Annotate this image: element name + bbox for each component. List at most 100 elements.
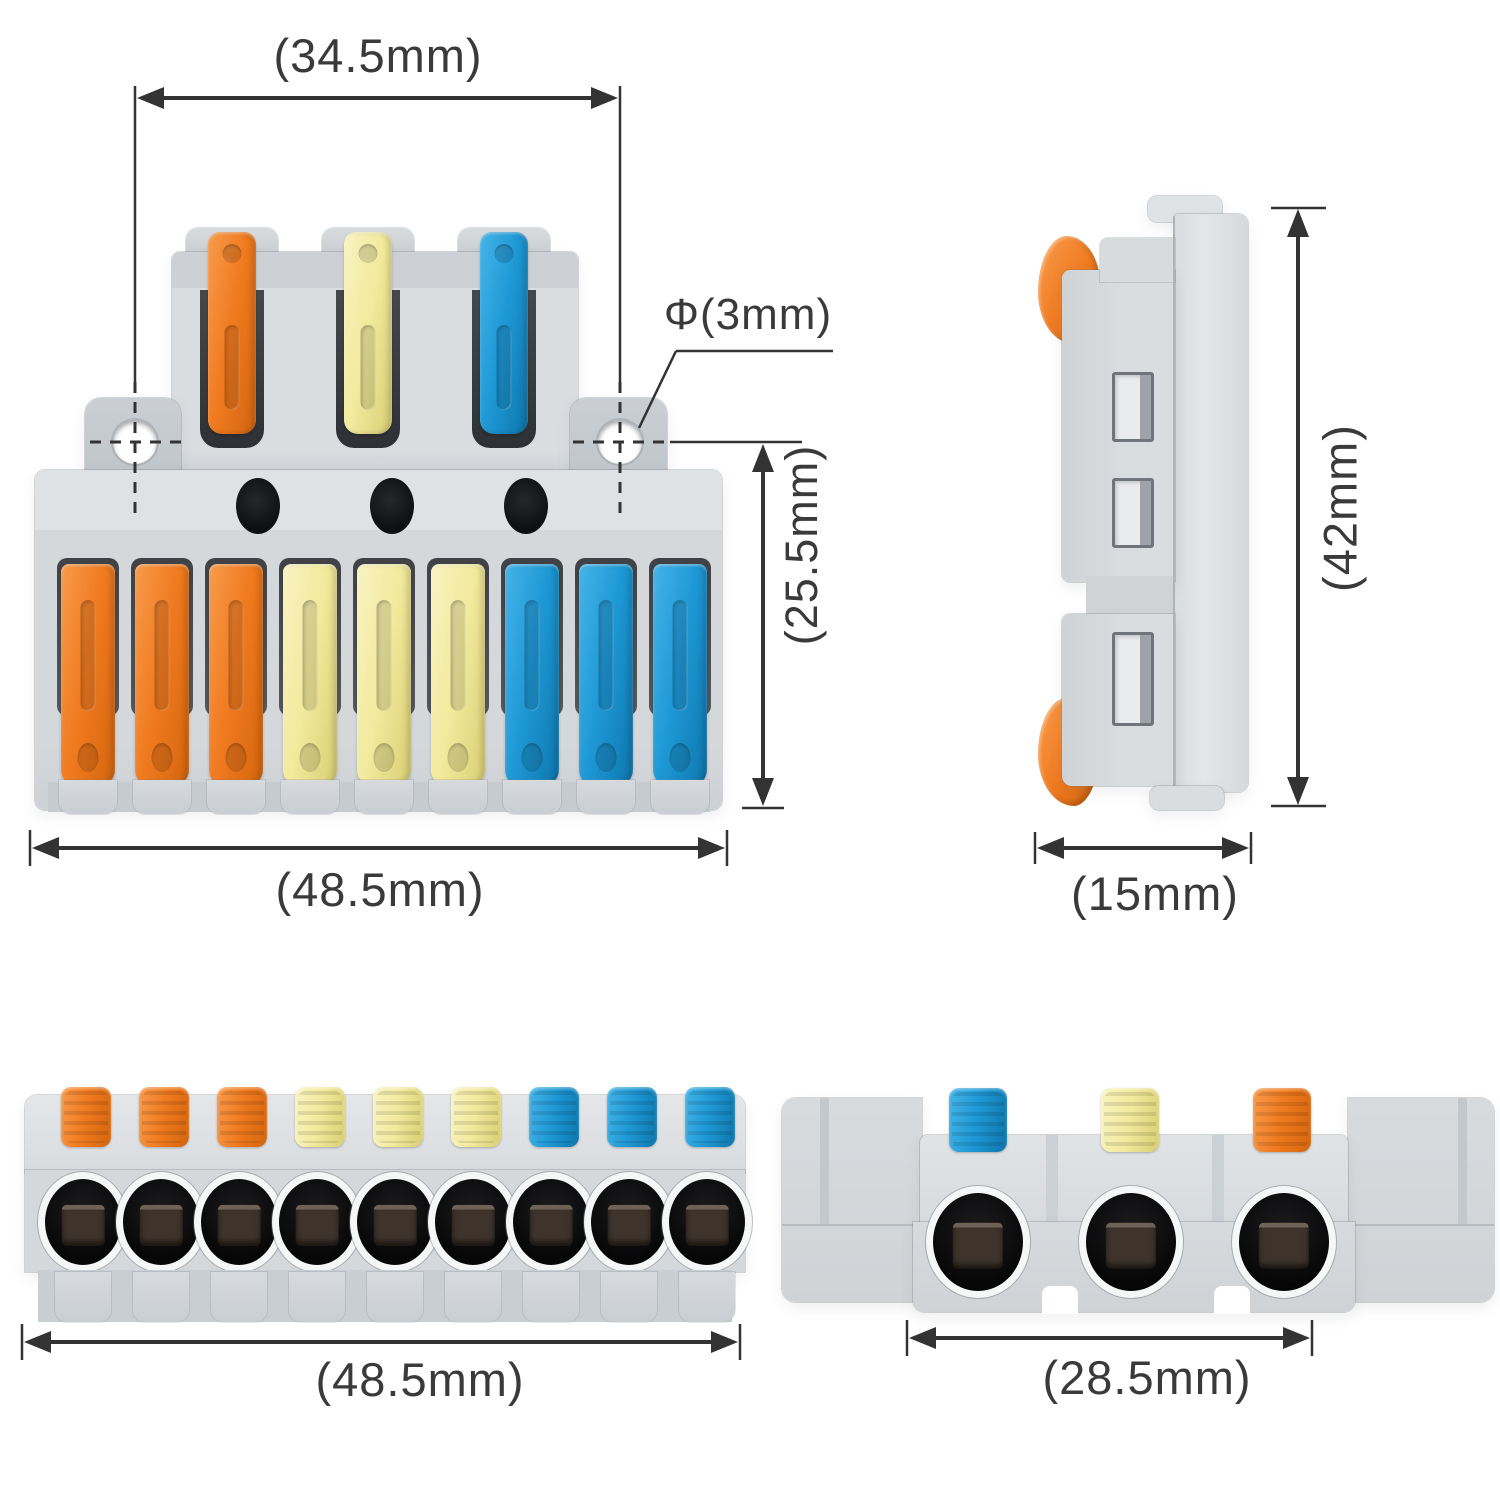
wire-port	[272, 1172, 362, 1272]
dim-bottom-width: (48.5mm)	[315, 1353, 525, 1406]
lever-groove	[154, 599, 170, 711]
rib-foot	[281, 780, 339, 814]
rib-foot	[651, 780, 709, 814]
side-bottom-cap	[1150, 786, 1224, 810]
dim-hole-diameter: Φ(3mm)	[663, 290, 833, 339]
lever-tab	[451, 1087, 501, 1147]
dim-end-width: (28.5mm)	[1042, 1351, 1252, 1404]
dim-front-width: (48.5mm)	[275, 863, 485, 916]
port-opening	[1086, 1193, 1176, 1291]
scallop-foot	[211, 1272, 267, 1322]
wire-port	[1079, 1186, 1183, 1298]
port-opening	[357, 1179, 433, 1265]
lever-groove	[450, 599, 466, 711]
lever-notch	[373, 743, 395, 772]
lever-groove	[224, 324, 240, 410]
wire-port	[116, 1172, 206, 1272]
lever-tab	[607, 1087, 657, 1147]
vent-hole	[370, 478, 414, 534]
end-tier-groove-1	[1046, 1135, 1058, 1223]
lever-dimple	[222, 244, 242, 263]
wire-port	[506, 1172, 596, 1272]
port-clamp	[295, 1204, 339, 1246]
front-vent-holes	[0, 478, 1500, 534]
output-lever	[135, 564, 189, 786]
wire-port	[428, 1172, 518, 1272]
port-opening	[123, 1179, 199, 1265]
lever-groove	[598, 599, 614, 711]
rib-foot	[503, 780, 561, 814]
port-opening	[201, 1179, 277, 1265]
side-window-2	[1112, 478, 1154, 548]
rib-foot	[429, 780, 487, 814]
scallop-foot	[55, 1272, 111, 1322]
wire-port	[662, 1172, 752, 1272]
end-lever-tabs	[0, 1088, 1500, 1152]
rib-foot	[577, 780, 635, 814]
port-opening	[1239, 1193, 1329, 1291]
lever-tab	[139, 1087, 189, 1147]
lever-groove	[80, 599, 96, 711]
front-lower-levers	[0, 564, 1500, 786]
end-wing-groove-left	[820, 1098, 829, 1225]
port-opening	[279, 1179, 355, 1265]
lever-groove	[524, 599, 540, 711]
lever-notch	[77, 743, 99, 772]
scallop-foot	[133, 1272, 189, 1322]
port-clamp	[529, 1204, 573, 1246]
wire-port	[38, 1172, 128, 1272]
wire-port	[194, 1172, 284, 1272]
rib-foot	[207, 780, 265, 814]
lever-tab	[949, 1088, 1007, 1152]
lever-groove	[302, 599, 318, 711]
lever-notch	[225, 743, 247, 772]
dim-side-thickness: (15mm)	[1071, 867, 1239, 920]
port-clamp	[217, 1204, 261, 1246]
input-lever	[480, 232, 528, 434]
output-lever	[283, 564, 337, 786]
port-clamp	[61, 1204, 105, 1246]
front-upper-levers	[0, 232, 1500, 434]
port-opening	[933, 1193, 1023, 1291]
lever-tab	[217, 1087, 267, 1147]
lever-groove	[496, 324, 512, 410]
vent-hole	[504, 478, 548, 534]
lever-groove	[360, 324, 376, 410]
lever-notch	[521, 743, 543, 772]
rib-foot	[133, 780, 191, 814]
port-clamp	[1105, 1222, 1157, 1269]
front-rib-feet	[0, 780, 1500, 814]
bottom-feet	[0, 1272, 1500, 1322]
end-notch-1	[1042, 1286, 1078, 1314]
lever-tab	[373, 1087, 423, 1147]
rib-foot	[59, 780, 117, 814]
lever-notch	[595, 743, 617, 772]
bottom-lever-tabs	[0, 1087, 1500, 1147]
side-seam-line	[1173, 216, 1175, 790]
port-opening	[45, 1179, 121, 1265]
side-window-3	[1112, 632, 1154, 726]
wire-port	[1232, 1186, 1336, 1298]
lever-groove	[376, 599, 392, 711]
wire-port	[926, 1186, 1030, 1298]
port-clamp	[952, 1222, 1004, 1269]
port-opening	[591, 1179, 667, 1265]
end-notch-2	[1214, 1286, 1250, 1314]
scallop-foot	[289, 1272, 345, 1322]
port-clamp	[685, 1204, 729, 1246]
lever-notch	[299, 743, 321, 772]
lever-tab	[295, 1087, 345, 1147]
wire-port	[584, 1172, 674, 1272]
lever-tab	[1101, 1088, 1159, 1152]
output-lever	[357, 564, 411, 786]
output-lever	[431, 564, 485, 786]
side-window-1	[1112, 372, 1154, 442]
lever-groove	[228, 599, 244, 711]
port-clamp	[607, 1204, 651, 1246]
lever-tab	[685, 1087, 735, 1147]
lever-tab	[529, 1087, 579, 1147]
scallop-foot	[445, 1272, 501, 1322]
lever-tab	[1253, 1088, 1311, 1152]
scallop-foot	[523, 1272, 579, 1322]
